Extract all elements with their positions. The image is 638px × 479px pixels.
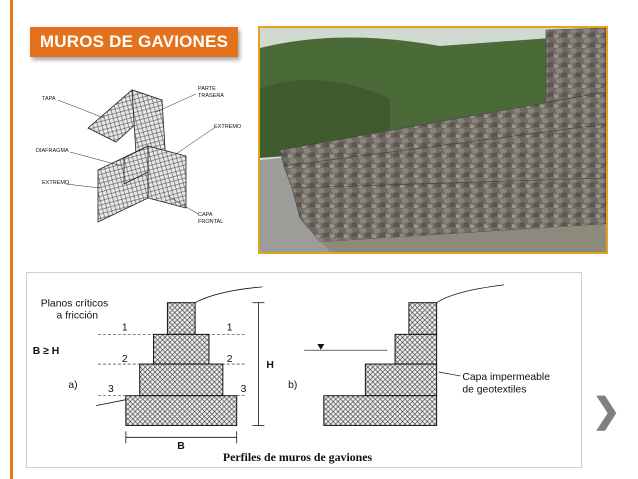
- label-extremo-right: EXTREMO: [214, 124, 242, 130]
- leader-lines: [57, 93, 215, 215]
- left-accent-rule: [10, 0, 13, 479]
- label-base: B: [177, 441, 185, 452]
- label-height: H: [266, 360, 274, 371]
- profile-b-wall: [323, 302, 438, 426]
- label-capa-2: de geotextiles: [462, 385, 526, 396]
- label-capa-1: Capa impermeable: [462, 372, 550, 383]
- label-case-a: a): [68, 380, 77, 391]
- gabion-profiles-drawing: Planos críticos a fricción B ≥ H 1 2 3 1…: [33, 284, 550, 464]
- slide-title: MUROS DE GAVIONES: [30, 27, 238, 57]
- label-level-3-left: 3: [108, 384, 114, 395]
- label-capa-frontal-2: FRONTAL: [198, 219, 223, 225]
- label-b-ge-h: B ≥ H: [33, 346, 59, 357]
- label-parte-trasera-1: PARTE: [198, 86, 216, 92]
- label-level-2-left: 2: [122, 354, 128, 365]
- label-planos-1: Planos críticos: [41, 299, 108, 310]
- profiles-caption: Perfiles de muros de gaviones: [223, 450, 373, 464]
- height-dimension: [252, 302, 265, 426]
- gabion-wall-illustration: [260, 28, 606, 252]
- profile-a-wall: [125, 302, 238, 426]
- gabion-box-diagram: TAPA PARTE TRASERA EXTREMO DIAFRAGMA EXT…: [36, 84, 248, 228]
- end-panel: [147, 145, 187, 209]
- water-level: [304, 343, 388, 351]
- label-diafragma: DIAFRAGMA: [36, 148, 69, 154]
- label-level-2-right: 2: [227, 354, 233, 365]
- chevron-right-icon[interactable]: ❯: [592, 392, 621, 430]
- gabion-box-drawing: TAPA PARTE TRASERA EXTREMO DIAFRAGMA EXT…: [36, 86, 242, 225]
- label-parte-trasera-2: TRASERA: [198, 93, 224, 99]
- label-tapa: TAPA: [42, 96, 56, 102]
- label-extremo-left: EXTREMO: [42, 180, 70, 186]
- label-level-3-right: 3: [241, 384, 247, 395]
- diaphragm-panel: [123, 145, 149, 185]
- critical-planes: [98, 334, 247, 397]
- gabion-wall-photo: [258, 26, 608, 254]
- label-level-1-right: 1: [227, 322, 233, 333]
- gabion-profiles-diagram: Planos críticos a fricción B ≥ H 1 2 3 1…: [26, 272, 582, 468]
- label-planos-2: a fricción: [57, 311, 99, 322]
- label-level-1-left: 1: [122, 322, 128, 333]
- label-case-b: b): [288, 380, 297, 391]
- label-capa-frontal-1: CAPA: [198, 212, 213, 218]
- base-dimension: [125, 431, 238, 444]
